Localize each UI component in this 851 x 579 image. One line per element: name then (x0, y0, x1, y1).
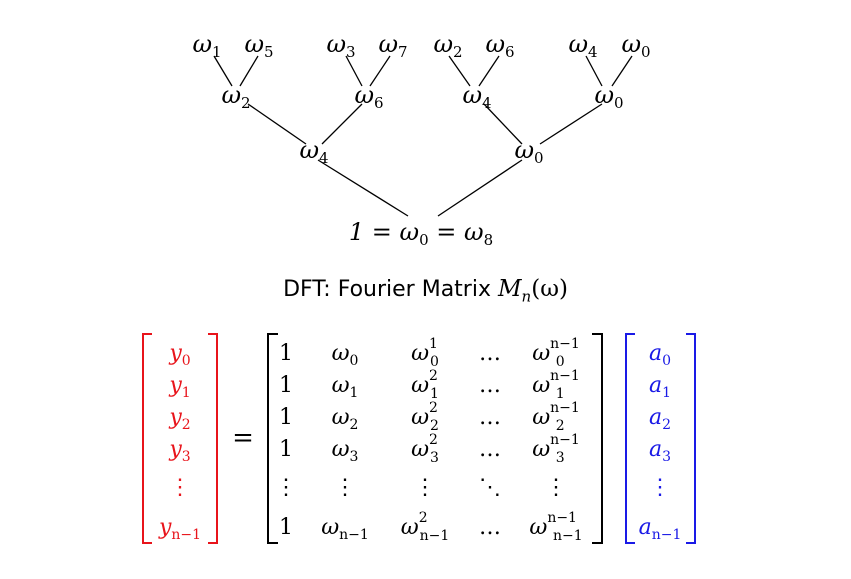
matrix-entry: ω3 (332, 437, 359, 465)
y-right-bracket (208, 333, 218, 544)
matrix-entry: … (479, 515, 501, 540)
y-entry: y2 (168, 405, 190, 433)
omega-tree-diagram: ω1 ω5 ω3 ω7 ω2 ω6 ω4 ω0 ω2 ω6 ω4 ω0 ω4 ω… (192, 30, 650, 249)
level3-node: ω4 (299, 136, 328, 167)
matrix-entry: … (479, 341, 501, 366)
a-entry: ⋮ (649, 475, 671, 500)
level2-node: ω0 (594, 81, 623, 112)
edge-leaf4-l2 (369, 55, 391, 87)
a-entry: a2 (649, 405, 671, 433)
matrix-entry: ωn−1 (321, 515, 369, 543)
level3-node: ω0 (514, 136, 543, 167)
level2-node: ω6 (354, 81, 383, 112)
edge-l2d-l3 (539, 103, 603, 145)
caption-math-sub: n (521, 287, 532, 306)
leaf-node: ω2 (433, 30, 462, 61)
leaf-node: ω1 (192, 30, 221, 61)
edge-leaf2-l2 (239, 55, 259, 87)
matrix-entry: ω2 (332, 405, 359, 433)
edge-leaf7-l2 (585, 55, 603, 87)
a-right-bracket (686, 333, 696, 544)
matrix-entry: ω0 (332, 341, 359, 369)
matrix-entry: … (479, 437, 501, 462)
matrix-left-bracket (267, 333, 278, 544)
edge-leaf8-l2 (611, 55, 633, 87)
matrix-right-bracket (592, 333, 603, 544)
level2-node: ω4 (462, 81, 491, 112)
a-left-bracket (625, 333, 635, 544)
matrix-entry: ⋮ (545, 475, 567, 500)
edge-leaf6-l2 (478, 55, 500, 87)
tree-labels: ω1 ω5 ω3 ω7 ω2 ω6 ω4 ω0 ω2 ω6 ω4 ω0 ω4 ω… (192, 30, 650, 249)
matrix-entry: 1 (279, 515, 293, 540)
a-entry: a0 (649, 341, 671, 369)
edge-leaf3-l2 (345, 55, 363, 87)
matrix-entry: 1 (279, 437, 293, 462)
a-entry: an−1 (639, 515, 682, 543)
level2-node: ω2 (221, 81, 250, 112)
y-entry: ⋮ (169, 475, 191, 500)
matrix-entry: ⋮ (275, 475, 297, 500)
y-vector-brackets (142, 333, 696, 544)
y-entry: y1 (168, 373, 190, 401)
edge-leaf1-l2 (213, 55, 233, 87)
y-vector: y0 y1 y2 y3 ⋮ yn−1 (158, 341, 201, 543)
a-entry: a3 (649, 437, 671, 465)
matrix-entry: 1 (279, 373, 293, 398)
y-entry: y0 (168, 341, 190, 369)
matrix-entry: … (479, 373, 501, 398)
leaf-node: ω6 (485, 30, 514, 61)
caption-text: DFT: Fourier Matrix (283, 277, 498, 302)
matrix-entry: … (479, 405, 501, 430)
y-entry: yn−1 (158, 515, 201, 543)
edge-l2a-l3 (247, 103, 307, 145)
leaf-node: ω4 (568, 30, 597, 61)
leaf-node: ω3 (326, 30, 355, 61)
edge-l3a-root (317, 159, 409, 217)
root-node: 1 = ω0 = ω8 (349, 218, 493, 249)
a-entry: a1 (649, 373, 671, 401)
matrix-entry: ⋮ (334, 475, 356, 500)
edge-l2b-l3 (321, 103, 363, 145)
edge-leaf5-l2 (448, 55, 471, 87)
matrix-entry: ω1 (332, 373, 359, 401)
leaf-node: ω7 (378, 30, 407, 61)
caption: DFT: Fourier Matrix Mn(ω) (0, 276, 851, 306)
leaf-node: ω0 (621, 30, 650, 61)
matrix-entry: ⋮ (414, 475, 436, 500)
caption-math-base: M (497, 276, 522, 302)
y-entry: y3 (168, 437, 190, 465)
matrix-entry: ⋱ (479, 475, 501, 500)
equals-sign: = (232, 423, 254, 453)
caption-math: Mn(ω) (497, 276, 568, 306)
edge-l3b-root (437, 159, 523, 217)
edge-l2c-l3 (483, 103, 523, 145)
leaf-node: ω5 (244, 30, 273, 61)
matrix-entry: 1 (279, 405, 293, 430)
matrix-entry: 1 (279, 341, 293, 366)
y-left-bracket (142, 333, 152, 544)
tree-edges (213, 55, 633, 217)
caption-math-arg: (ω) (531, 276, 568, 302)
a-vector: a0 a1 a2 a3 ⋮ an−1 (639, 341, 682, 543)
